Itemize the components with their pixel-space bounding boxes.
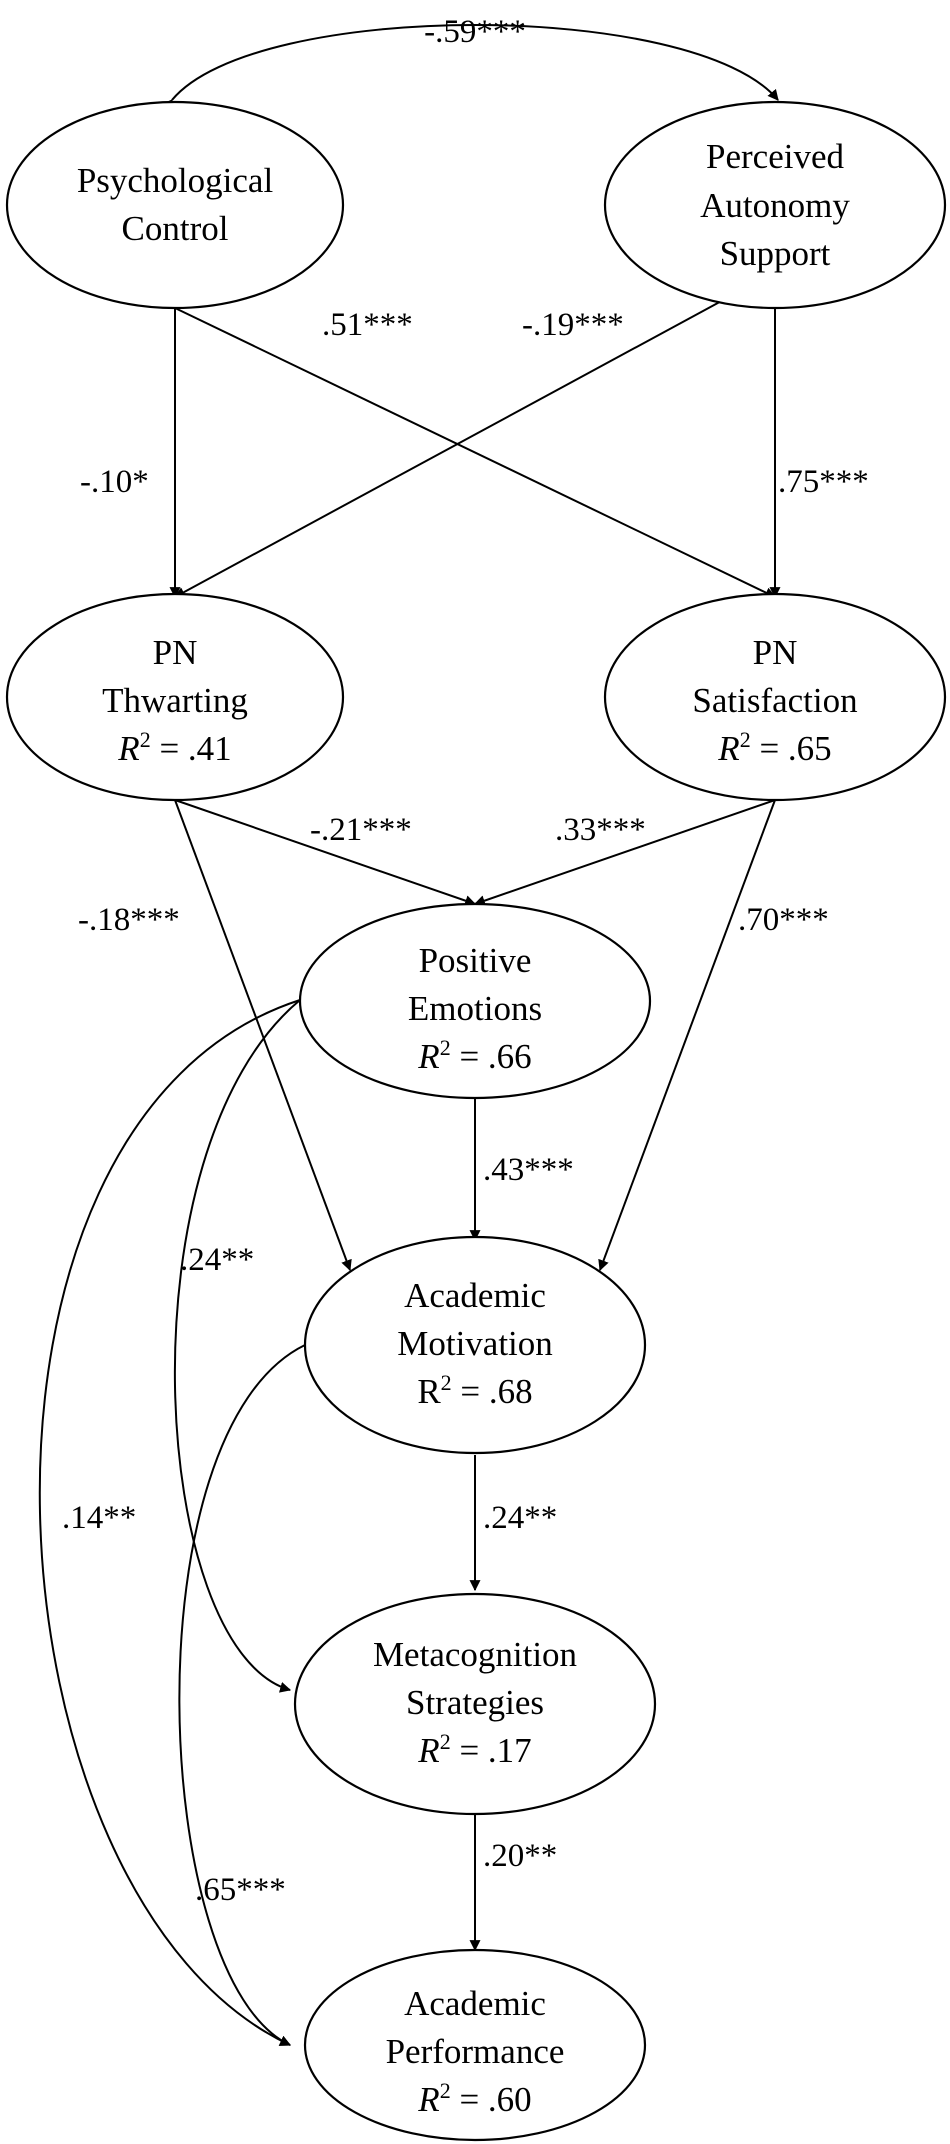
coef-control-thwarting: -.10* — [80, 464, 149, 500]
node-ellipse — [5, 100, 345, 310]
node-label-line: Motivation — [397, 1324, 553, 1363]
node-perceived-autonomy-support: Perceived Autonomy Support — [603, 100, 947, 310]
node-label-line: Support — [720, 234, 831, 273]
node-label-line: Positive — [419, 941, 532, 980]
edge-satisfaction-to-motivation — [598, 799, 776, 1272]
node-label-line: Performance — [386, 2032, 565, 2071]
coef-emotions-performance: .14** — [62, 1500, 136, 1536]
node-label-line: Perceived — [706, 137, 844, 176]
r-squared: R2 = .66 — [417, 1035, 531, 1076]
node-academic-motivation: Academic Motivation R2 = .68 — [303, 1235, 647, 1455]
coef-emotions-metacognition: .24** — [180, 1242, 254, 1278]
node-ellipse — [293, 1592, 657, 1816]
node-label-line: Psychological — [77, 161, 274, 200]
edge-autonomy-to-thwarting — [174, 271, 776, 598]
node-ellipse — [303, 1948, 647, 2142]
node-label-line: PN — [153, 633, 198, 672]
coef-autonomy-satisfaction: .75*** — [778, 464, 869, 500]
edge-thwarting-to-emotions — [174, 799, 477, 906]
node-ellipse — [298, 902, 652, 1100]
edge-emotions-to-metacognition — [174, 999, 301, 1693]
edge-covariance-control-autonomy — [161, 24, 779, 112]
coef-satisfaction-motivation: .70*** — [738, 902, 829, 938]
node-ellipse — [603, 592, 947, 802]
coef-control-satisfaction: .51*** — [322, 307, 413, 343]
edge-control-to-satisfaction — [174, 307, 776, 598]
node-label-line: PN — [753, 633, 798, 672]
node-label-line: Autonomy — [700, 186, 850, 225]
edge-motivation-to-performance — [178, 1344, 306, 2046]
node-academic-performance: Academic Performance R2 = .60 — [303, 1948, 647, 2142]
path-coefficients: -.59*** -.10* .51*** -.19*** .75*** -.21… — [62, 14, 869, 1908]
coef-thwarting-motivation: -.18*** — [78, 902, 180, 938]
edge-thwarting-to-motivation — [174, 799, 352, 1272]
r-squared: R2 = .41 — [117, 727, 231, 768]
edge-emotions-to-performance — [38, 999, 301, 2046]
node-label-line: Thwarting — [102, 681, 248, 720]
edges — [38, 24, 781, 2046]
node-label-line: Metacognition — [373, 1635, 577, 1674]
coef-motivation-metacognition: .24** — [483, 1500, 557, 1536]
coef-emotions-motivation: .43*** — [483, 1152, 574, 1188]
node-label-line: Academic — [404, 1984, 546, 2023]
node-metacognition-strategies: Metacognition Strategies R2 = .17 — [293, 1592, 657, 1816]
r-squared: R2 = .65 — [717, 727, 831, 768]
node-label-line: Satisfaction — [692, 681, 857, 720]
coef-metacognition-performance: .20** — [483, 1838, 557, 1874]
node-label-line: Control — [122, 209, 229, 248]
node-label-line: Academic — [404, 1276, 546, 1315]
edge-satisfaction-to-emotions — [473, 799, 776, 906]
node-pn-satisfaction: PN Satisfaction R2 = .65 — [603, 592, 947, 802]
coef-control-autonomy: -.59*** — [424, 14, 526, 50]
coef-satisfaction-emotions: .33*** — [555, 812, 646, 848]
coef-thwarting-emotions: -.21*** — [310, 812, 412, 848]
node-ellipse — [603, 100, 947, 310]
r-squared: R2 = .60 — [417, 2078, 531, 2119]
node-psychological-control: Psychological Control — [5, 100, 345, 310]
node-pn-thwarting: PN Thwarting R2 = .41 — [5, 592, 345, 802]
r-squared: R2 = .68 — [417, 1370, 532, 1411]
r-squared: R2 = .17 — [417, 1729, 531, 1770]
node-ellipse — [303, 1235, 647, 1455]
node-label-line: Strategies — [406, 1683, 544, 1722]
coef-autonomy-thwarting: -.19*** — [522, 307, 624, 343]
node-positive-emotions: Positive Emotions R2 = .66 — [298, 902, 652, 1100]
node-ellipse — [5, 592, 345, 802]
node-label-line: Emotions — [408, 989, 542, 1028]
coef-motivation-performance: .65*** — [195, 1872, 286, 1908]
